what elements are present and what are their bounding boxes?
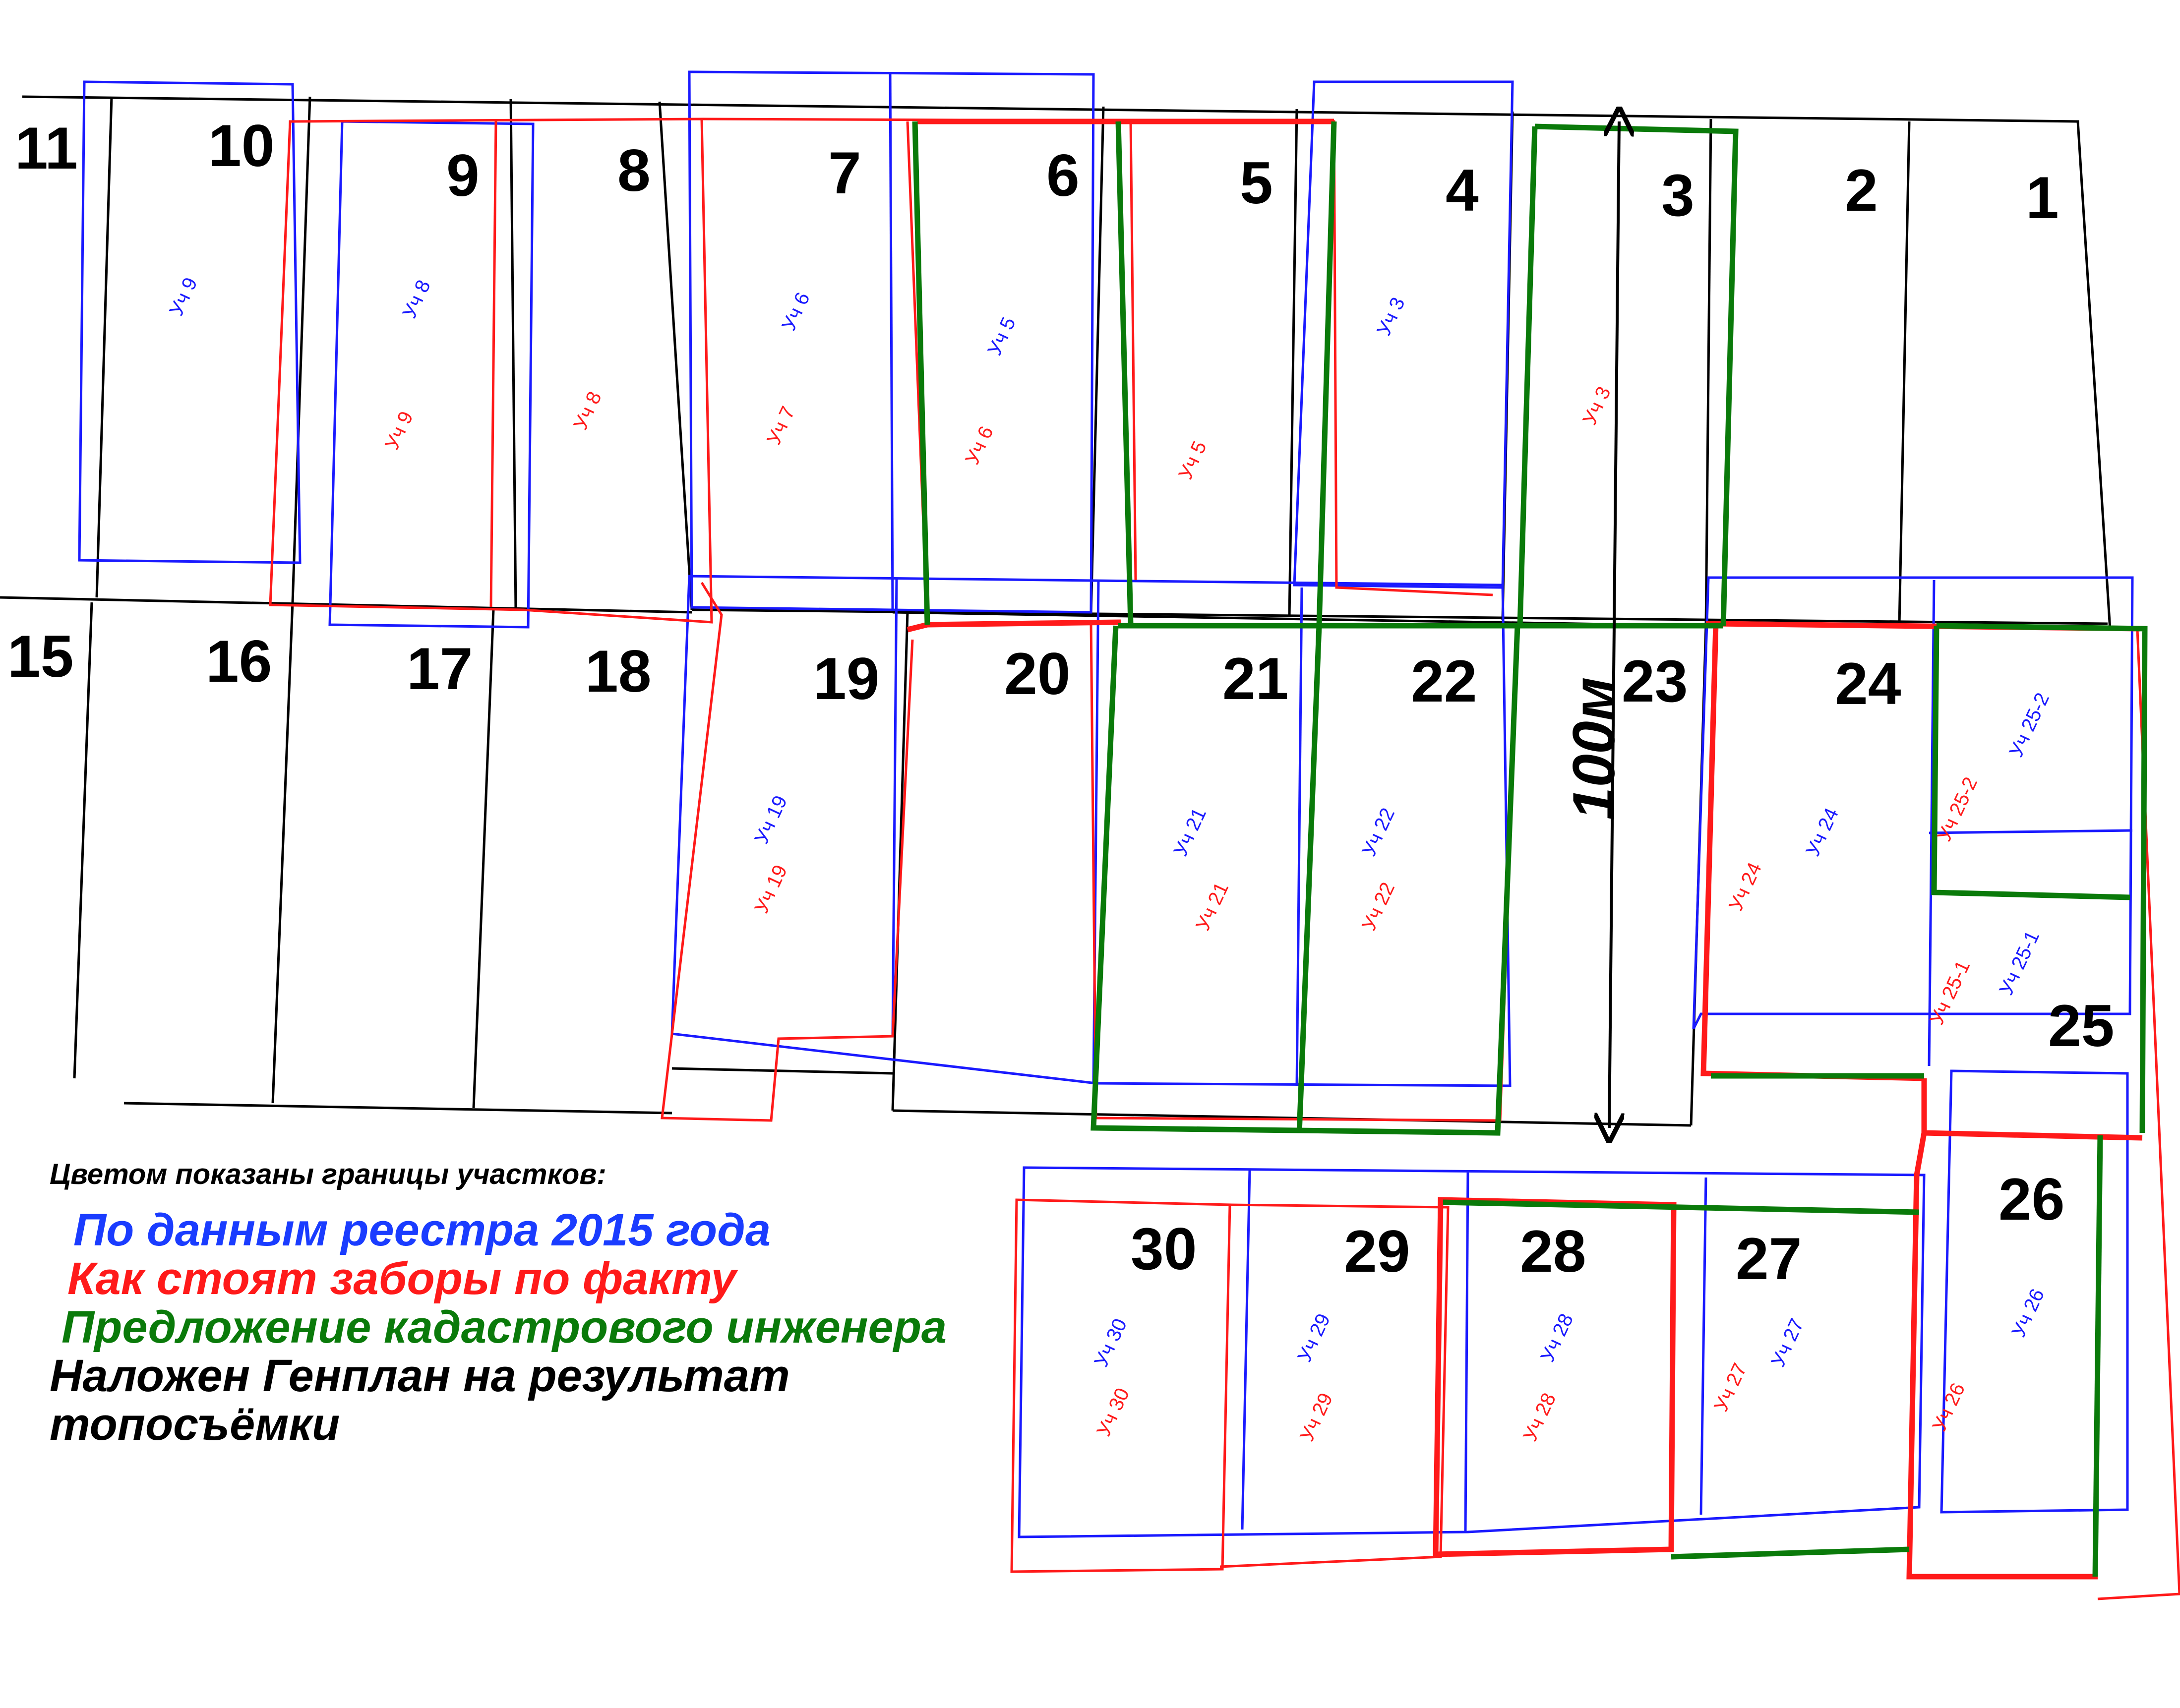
uch-label-blue: Уч 30 [1090,1315,1131,1370]
plot-number: 30 [1131,1216,1197,1282]
legend-header: Цветом показаны границы участков: [50,1158,606,1190]
uch-label-blue: Уч 27 [1767,1315,1808,1370]
uch-label-blue: Уч 22 [1358,805,1399,860]
uch-label-blue: Уч 25-2 [2005,690,2054,761]
plot-number: 24 [1835,650,1901,717]
uch-label-blue: Уч 21 [1169,805,1211,860]
uch-label-red: Уч 24 [1725,859,1766,914]
plot-number: 16 [206,628,272,695]
plot-numbers: 11 10 9 8 7 6 5 4 3 2 1 15 16 17 18 19 2… [7,113,2114,1292]
uch-label-blue: Уч 25-1 [1995,928,2044,999]
uch-label-red: Уч 9 [381,408,418,453]
uch-label-red: Уч 19 [750,862,791,917]
legend: Цветом показаны границы участков: По дан… [50,1158,947,1449]
plot-number: 18 [585,638,651,705]
plot-number: 10 [208,113,274,179]
uch-label-red: Уч 3 [1578,383,1615,428]
legend-plan-line1: Наложен Генплан на результат [50,1351,790,1401]
plot-number: 9 [446,142,480,209]
plot-number: 3 [1661,162,1695,229]
plot-number: 2 [1845,157,1878,224]
plot-number: 22 [1411,648,1477,714]
uch-label-red: Уч 28 [1519,1390,1560,1445]
uch-label-blue: Уч 3 [1373,294,1409,339]
uch-label-red: Уч 30 [1092,1385,1134,1440]
plot-number: 19 [813,646,879,712]
uch-label-blue: Уч 28 [1536,1310,1577,1365]
plot-number: 4 [1446,157,1479,224]
uch-label-red: Уч 5 [1174,438,1211,483]
plot-number: 29 [1344,1218,1410,1285]
uch-label-blue: Уч 8 [398,277,435,322]
uch-label-blue: Уч 6 [778,289,814,334]
uch-label-red: Уч 7 [763,403,799,448]
plot-number: 6 [1046,142,1080,209]
plot-number: 25 [2048,993,2114,1059]
plot-number: 27 [1736,1226,1802,1292]
plot-number: 20 [1004,641,1070,707]
plot-number: 17 [407,636,473,702]
legend-registry: По данным реестра 2015 года [73,1205,771,1255]
uch-label-blue: Уч 29 [1293,1310,1334,1365]
uch-label-blue: Уч 24 [1802,805,1843,860]
uch-label-red: Уч 21 [1192,879,1233,934]
uch-label-blue: Уч 26 [2007,1286,2049,1341]
uch-label-red: Уч 29 [1296,1390,1337,1445]
registry-2015-boundaries [78,70,2134,1538]
plot-number: 26 [1998,1166,2064,1233]
plot-number: 8 [617,137,651,204]
plot-number: 15 [7,623,73,690]
uch-label-red: Уч 8 [569,388,606,433]
uch-label-red: Уч 22 [1358,879,1399,934]
plot-number: 21 [1222,646,1288,712]
uch-label-red: Уч 27 [1710,1360,1751,1415]
scale-arrow [1609,121,1619,1128]
uch-label-red: Уч 6 [961,423,998,468]
plot-number: 7 [828,140,861,206]
plot-number: 5 [1240,150,1273,216]
uch-label-red: Уч 25-1 [1926,957,1974,1028]
legend-proposal: Предложение кадастрового инженера [61,1302,947,1353]
plot-number: 23 [1622,648,1688,714]
plot-number: 1 [2026,165,2059,231]
uch-label-blue: Уч 9 [165,274,202,319]
plot-number: 11 [15,115,78,181]
scale-label: 100м [1561,677,1627,821]
legend-fence: Как стоят заборы по факту [67,1253,736,1304]
plot-number: 28 [1520,1218,1586,1285]
engineer-proposal-boundaries [912,121,2148,1577]
uch-label-red: Уч 26 [1928,1380,1969,1435]
actual-fence-thick [907,118,2143,1580]
uch-label-blue: Уч 19 [750,792,791,847]
uch-label-blue: Уч 5 [983,314,1020,359]
legend-plan-line2: топосъёмки [50,1399,340,1450]
uch-label-red: Уч 25-2 [1933,774,1982,845]
